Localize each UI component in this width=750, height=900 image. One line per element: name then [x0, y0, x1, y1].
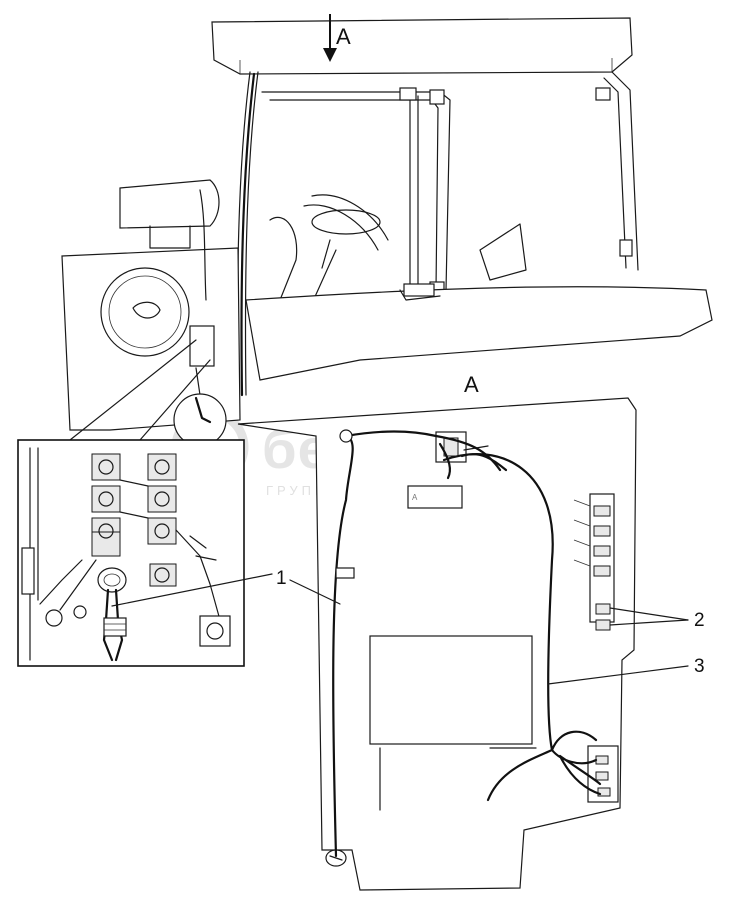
cab-roof	[211, 17, 633, 75]
view-a-indicator: A	[323, 14, 351, 62]
view-a-detail: A A	[237, 372, 637, 891]
svg-text:A: A	[412, 493, 418, 502]
junction-box	[189, 325, 215, 367]
engine-block	[61, 179, 241, 431]
harness-3	[442, 452, 602, 802]
hinge-top	[399, 87, 417, 101]
callout-2: 2	[609, 607, 705, 631]
detail-inset	[17, 439, 245, 667]
cab-fender	[245, 286, 713, 381]
harness-1	[332, 430, 502, 858]
down-arrow-head	[323, 48, 337, 62]
callout-3-label: 3	[694, 656, 705, 677]
relay-1	[595, 603, 611, 615]
callout-2-label: 2	[694, 610, 705, 631]
view-detail-label: A	[464, 372, 479, 397]
inner-plate	[369, 635, 533, 745]
air-cleaner	[119, 179, 220, 229]
callout-1-label: 1	[276, 568, 287, 589]
tractor-cab	[211, 17, 713, 397]
callout-1: 1	[111, 568, 341, 607]
connector-block	[91, 453, 221, 621]
detail-zoom-lines	[69, 339, 227, 447]
bottom-connector-cluster	[587, 745, 619, 803]
view-arrow-label: A	[336, 24, 351, 49]
fuse-rail	[573, 493, 615, 631]
fan-housing	[100, 267, 190, 357]
relay-2	[595, 619, 611, 631]
top-connector: A	[407, 431, 489, 509]
callout-3: 3	[547, 656, 705, 685]
